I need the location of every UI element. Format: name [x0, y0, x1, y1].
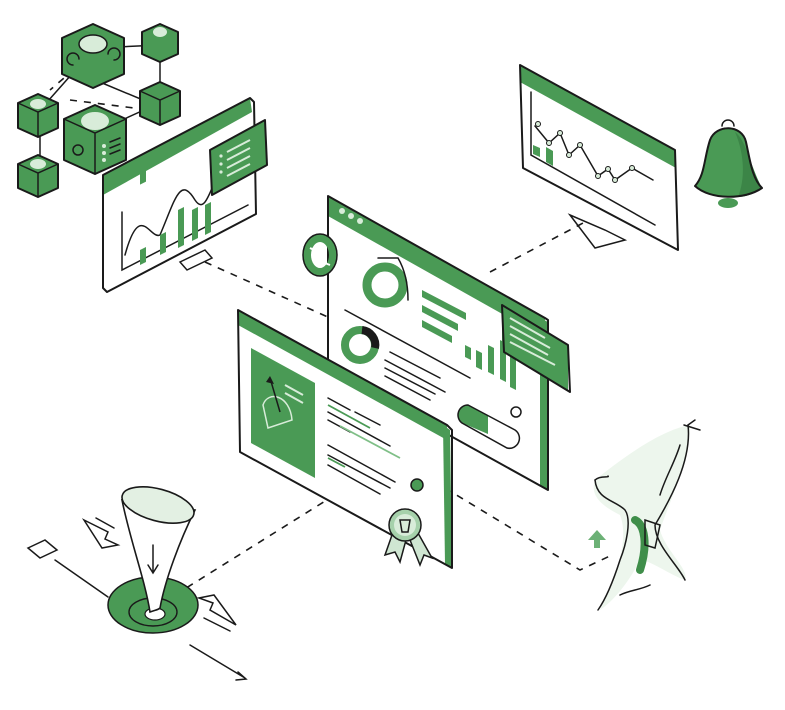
small-node-cube [141, 23, 179, 63]
donut-chart [341, 326, 380, 364]
report-text-lines [327, 397, 401, 495]
small-node-cube [17, 93, 59, 138]
small-node-cube [17, 154, 59, 198]
left-monitor [102, 97, 268, 293]
report-card [237, 309, 453, 569]
transformation-shape-icon [588, 419, 701, 611]
dashed-connectors [49, 59, 613, 596]
bell-icon [694, 119, 763, 208]
donut-chart [362, 257, 409, 308]
funnel-icon [26, 486, 248, 681]
right-monitor [519, 64, 679, 255]
dashboard-window [327, 195, 571, 491]
large-node-cube [61, 23, 125, 89]
list-popup [209, 119, 268, 196]
award-badge-icon [383, 508, 434, 568]
list-popup [501, 304, 571, 393]
ring-chart-icon [302, 233, 338, 277]
network-cubes [17, 23, 181, 198]
gauge-panel [251, 348, 315, 478]
server-node-cube [63, 104, 127, 175]
small-node-cube [139, 81, 181, 126]
toggle-switch [457, 404, 521, 450]
